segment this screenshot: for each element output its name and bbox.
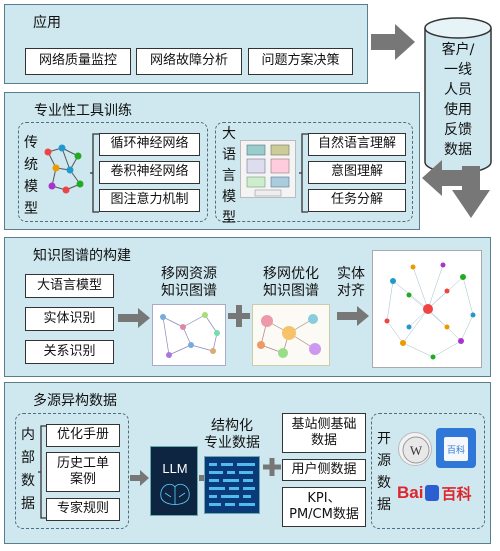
encyclopedia-book-icon: 百科 <box>436 428 476 468</box>
kpi-pm-cm-box: KPI、PM/CM数据 <box>282 487 366 527</box>
structured-data-label-1: 结构化 <box>211 418 253 434</box>
traditional-model-label: 传统模型 <box>24 135 38 217</box>
entity-recognition-box: 实体识别 <box>25 307 114 331</box>
rnn-box: 循环神经网络 <box>99 133 200 156</box>
llm-model-group <box>215 122 413 222</box>
internal-data-label: 内部数据 <box>21 427 35 512</box>
entity-alignment-label-1: 实体 <box>337 266 365 282</box>
structured-data-label-2: 专业数据 <box>204 435 260 451</box>
network-fault-box: 网络故障分析 <box>136 48 242 75</box>
network-quality-box: 网络质量监控 <box>25 48 131 75</box>
optimize-kg-label-1: 移网优化 <box>263 266 319 282</box>
baidu-logo-right: 百科 <box>441 484 472 503</box>
kg-title: 知识图谱的构建 <box>33 248 131 264</box>
data-arrow-1 <box>130 470 149 486</box>
gat-box: 图注意力机制 <box>99 189 200 212</box>
base-station-text: 基站侧基础数据 <box>291 416 357 448</box>
internal-bracket <box>38 425 46 519</box>
feedback-line-1: 客户/ <box>441 42 475 58</box>
task-decompose-box: 任务分解 <box>308 189 406 212</box>
internal-data-group <box>15 413 129 529</box>
cnn-box: 卷积神经网络 <box>99 161 200 184</box>
kg-arrow-1 <box>118 308 150 328</box>
nlu-box: 自然语言理解 <box>308 133 406 156</box>
resource-kg-image <box>152 304 226 366</box>
opensource-group <box>371 413 485 529</box>
relation-recognition-box: 关系识别 <box>25 340 114 364</box>
aligned-kg-image <box>372 250 482 368</box>
llm-brain-image: LLM <box>150 446 198 516</box>
llm-badge-text: LLM <box>162 461 187 476</box>
feedback-line-2: 一线 <box>444 62 472 78</box>
wikipedia-logo-icon: W <box>398 432 432 466</box>
structured-data-label: 结构化 专业数据 <box>196 418 268 452</box>
feedback-line-3: 人员 <box>444 82 472 98</box>
intent-box: 意图理解 <box>308 161 406 184</box>
arrow-bent-feedback <box>422 160 490 218</box>
plus-icon-kg <box>228 305 250 327</box>
optimize-kg-image <box>252 304 330 366</box>
resource-kg-label: 移网资源 知识图谱 <box>152 266 226 300</box>
wiki-book-text: 百科 <box>447 444 465 456</box>
traditional-bracket <box>90 133 99 213</box>
opensource-label: 开源数据 <box>377 431 391 513</box>
resource-kg-label-2: 知识图谱 <box>161 283 217 299</box>
kg-arrow-2 <box>337 306 369 326</box>
baidu-baike-logo: Bai 百科 <box>397 480 479 506</box>
feedback-line-6: 数据 <box>444 142 472 158</box>
entity-alignment-label-2: 对齐 <box>337 283 365 299</box>
history-tickets-box: 历史工单案例 <box>46 452 120 492</box>
feedback-line-4: 使用 <box>444 102 472 118</box>
kg-llm-box: 大语言模型 <box>25 274 114 298</box>
baidu-logo-left: Bai <box>397 483 424 502</box>
svg-text:W: W <box>410 443 423 458</box>
traditional-model-group <box>18 122 208 222</box>
optimization-manual-box: 优化手册 <box>46 424 120 447</box>
baidu-paw-icon <box>425 485 440 501</box>
structured-data-image <box>204 456 260 514</box>
feedback-label: 客户/ 一线 人员 使用 反馈 数据 <box>423 40 493 160</box>
arrow-right-top <box>371 24 415 60</box>
optimize-kg-label: 移网优化 知识图谱 <box>252 266 330 300</box>
data-title: 多源异构数据 <box>33 393 117 409</box>
application-title: 应用 <box>33 15 61 31</box>
plus-icon-data <box>263 458 281 476</box>
history-tickets-text: 历史工单案例 <box>56 455 109 487</box>
feedback-line-5: 反馈 <box>444 122 472 138</box>
entity-alignment-label: 实体 对齐 <box>334 266 368 300</box>
user-side-box: 用户侧数据 <box>282 459 366 481</box>
expert-rules-box: 专家规则 <box>46 498 120 521</box>
optimize-kg-label-2: 知识图谱 <box>263 283 319 299</box>
llm-model-label: 大语言模型 <box>222 126 236 226</box>
llm-architecture-icon <box>240 140 296 198</box>
kpi-pm-cm-text: KPI、PM/CM数据 <box>289 490 359 522</box>
base-station-box: 基站侧基础数据 <box>282 413 366 453</box>
solution-decision-box: 问题方案决策 <box>248 48 353 75</box>
resource-kg-label-1: 移网资源 <box>161 266 217 282</box>
llm-bracket <box>299 133 308 213</box>
neural-network-graph-icon <box>42 142 88 196</box>
training-title: 专业性工具训练 <box>34 103 132 119</box>
